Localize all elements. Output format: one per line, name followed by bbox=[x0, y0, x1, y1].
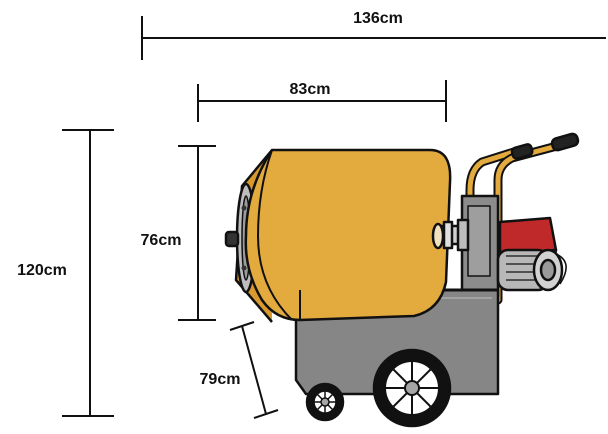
motor bbox=[496, 216, 567, 292]
drive-shaft bbox=[431, 218, 470, 252]
handle-grip-left bbox=[510, 143, 534, 160]
dimension-overall-height: 120cm bbox=[17, 129, 114, 417]
drum-length-label: 83cm bbox=[290, 81, 331, 98]
rear-wheel bbox=[372, 348, 452, 428]
mixer-illustration bbox=[224, 132, 580, 428]
front-wheel bbox=[305, 382, 345, 422]
frame-height-label: 79cm bbox=[200, 371, 241, 388]
overall-length-label: 136cm bbox=[353, 10, 403, 27]
handle-bars bbox=[465, 132, 580, 323]
dimension-drum-length: 83cm bbox=[197, 80, 447, 122]
dimension-drum-height: 76cm bbox=[141, 145, 216, 321]
overall-height-label: 120cm bbox=[17, 262, 67, 279]
drum-height-label: 76cm bbox=[141, 232, 182, 249]
dimension-frame-height: 79cm bbox=[200, 321, 279, 419]
dimension-overall-length: 136cm bbox=[141, 10, 606, 60]
drum-cap bbox=[224, 230, 240, 248]
handle-grip-right bbox=[550, 132, 580, 152]
mixing-drum bbox=[224, 148, 452, 323]
